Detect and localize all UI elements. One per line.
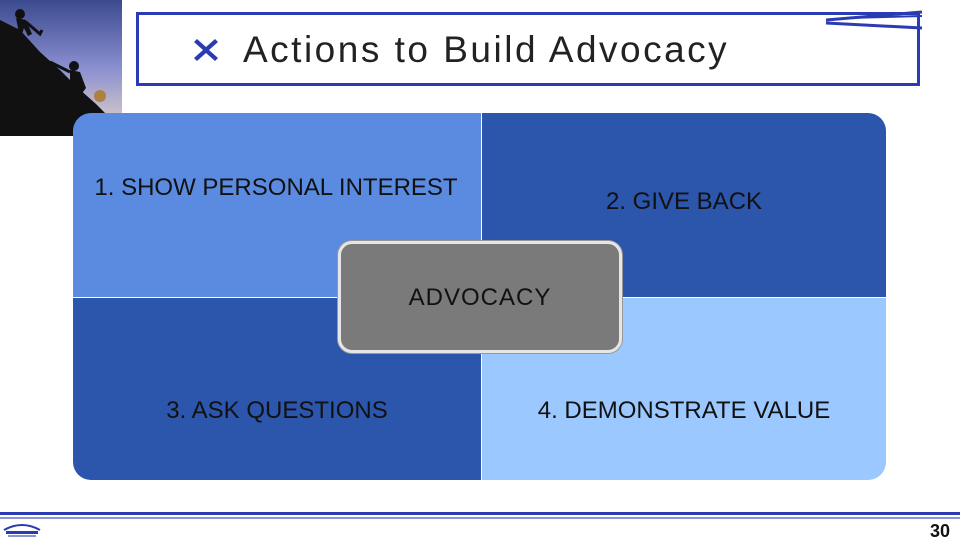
quadrant-label: 4. DEMONSTRATE VALUE xyxy=(482,396,886,426)
footer-divider xyxy=(0,512,960,515)
footer-divider-thin xyxy=(0,517,960,519)
x-mark-icon xyxy=(193,37,219,63)
slide-title: Actions to Build Advocacy xyxy=(243,29,729,71)
center-advocacy-box: ADVOCACY xyxy=(338,241,622,353)
decorative-lines xyxy=(826,10,926,36)
quadrant-label: 1. SHOW PERSONAL INTEREST xyxy=(93,173,459,203)
company-logo-icon xyxy=(2,520,42,540)
page-number: 30 xyxy=(930,521,950,542)
title-box: Actions to Build Advocacy xyxy=(136,12,920,86)
quadrant-label: 2. GIVE BACK xyxy=(482,187,886,217)
quadrant-label: 3. ASK QUESTIONS xyxy=(73,396,481,426)
center-label: ADVOCACY xyxy=(341,284,619,312)
